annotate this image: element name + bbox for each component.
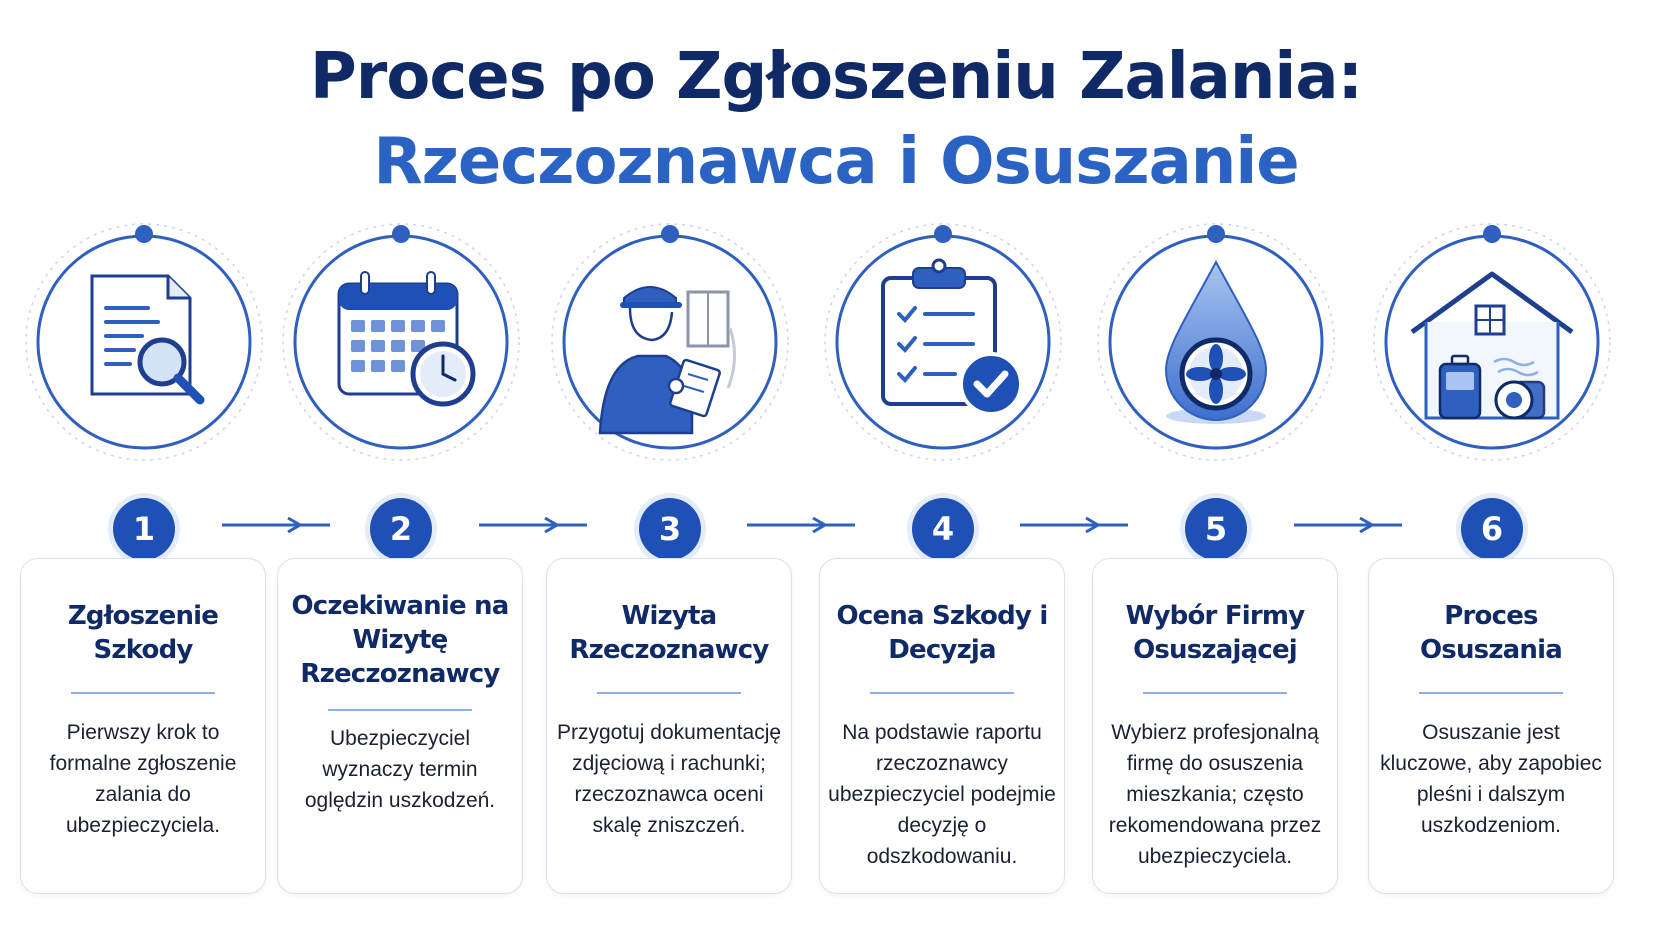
arrow-right-icon	[1020, 516, 1128, 534]
step-3: 3 Wizyta Rzeczoznawcy Przygotuj dokument…	[546, 0, 794, 941]
step-2: 2 Oczekiwanie na Wizytę Rzeczoznawcy Ube…	[277, 0, 525, 941]
step-title: Zgłoszenie Szkody	[67, 601, 219, 665]
step-number-badge: 1	[113, 498, 175, 560]
step-title: Oczekiwanie na Wizytę Rzeczoznawcy	[291, 591, 509, 689]
step-card: Ocena Szkody i Decyzja Na podstawie rapo…	[819, 558, 1065, 894]
step-card: Wybór Firmy Osuszającej Wybierz profesjo…	[1092, 558, 1338, 894]
house-dryer-icon	[1410, 271, 1574, 420]
step-card: Oczekiwanie na Wizytę Rzeczoznawcy Ubezp…	[277, 558, 523, 894]
step-6-illustration	[1368, 218, 1616, 478]
step-number-badge: 3	[639, 498, 701, 560]
step-4-illustration	[819, 218, 1067, 478]
step-description: Na podstawie raportu rzeczoznawcy ubezpi…	[828, 721, 1056, 868]
step-number-badge: 4	[912, 498, 974, 560]
step-title: Ocena Szkody i Decyzja	[836, 601, 1049, 665]
step-6: 6 Proces Osuszania Osuszanie jest kluczo…	[1368, 0, 1616, 941]
checklist-approved-icon	[881, 258, 1023, 416]
divider	[870, 692, 1014, 694]
divider	[597, 692, 741, 694]
arrow-right-icon	[222, 516, 330, 534]
step-title: Wizyta Rzeczoznawcy	[569, 601, 769, 665]
step-5-illustration	[1092, 218, 1340, 478]
step-title: Wybór Firmy Osuszającej	[1125, 601, 1306, 665]
step-title: Proces Osuszania	[1419, 601, 1563, 665]
calendar-clock-icon	[337, 271, 476, 407]
divider	[71, 692, 215, 694]
arrow-right-icon	[479, 516, 587, 534]
document-search-icon	[90, 274, 205, 405]
divider	[1419, 692, 1563, 694]
step-1: 1 Zgłoszenie Szkody Pierwszy krok to for…	[20, 0, 268, 941]
arrow-right-icon	[1294, 516, 1402, 534]
step-description: Osuszanie jest kluczowe, aby zapobiec pl…	[1380, 721, 1602, 837]
step-2-illustration	[277, 218, 525, 478]
step-card: Wizyta Rzeczoznawcy Przygotuj dokumentac…	[546, 558, 792, 894]
step-description: Pierwszy krok to formalne zgłoszenie zal…	[49, 721, 237, 837]
step-3-illustration	[546, 218, 794, 478]
page-title: Proces po Zgłoszeniu Zalania:	[309, 40, 1363, 114]
step-description: Ubezpieczyciel wyznaczy termin oględzin …	[304, 727, 496, 812]
step-number-badge: 5	[1185, 498, 1247, 560]
divider	[1143, 692, 1287, 694]
water-drop-fan-icon	[1164, 259, 1268, 424]
step-description: Wybierz profesjonalną firmę do osuszenia…	[1108, 721, 1322, 868]
page-subtitle: Rzeczoznawca i Osuszanie	[373, 125, 1299, 199]
inspector-clipboard-icon	[598, 286, 736, 435]
step-number-badge: 6	[1461, 498, 1523, 560]
step-number-badge: 2	[370, 498, 432, 560]
step-4: 4 Ocena Szkody i Decyzja Na podstawie ra…	[819, 0, 1067, 941]
step-card: Zgłoszenie Szkody Pierwszy krok to forma…	[20, 558, 266, 894]
step-5: 5 Wybór Firmy Osuszającej Wybierz profes…	[1092, 0, 1340, 941]
arrow-right-icon	[747, 516, 855, 534]
divider	[328, 709, 472, 711]
step-card: Proces Osuszania Osuszanie jest kluczowe…	[1368, 558, 1614, 894]
step-description: Przygotuj dokumentację zdjęciową i rachu…	[556, 721, 782, 837]
step-1-illustration	[20, 218, 268, 478]
